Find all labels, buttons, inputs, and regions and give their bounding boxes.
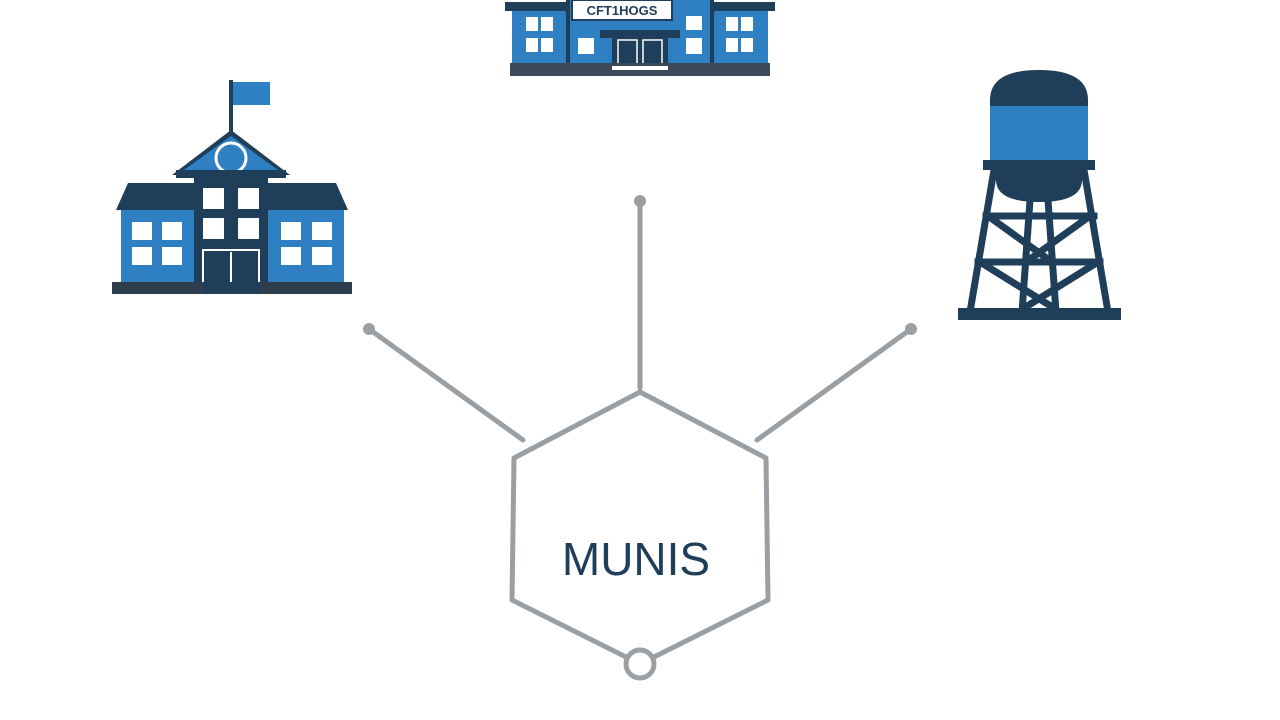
hub-label: MUNIS <box>562 533 710 585</box>
connector-right <box>754 326 914 443</box>
connector-right-endpoint <box>905 323 917 335</box>
hub-bottom-port <box>623 647 657 681</box>
government-building-icon: CFT1HOGS <box>505 0 775 76</box>
connector-left <box>366 326 526 443</box>
building-sign-text: CFT1HOGS <box>587 3 658 18</box>
hub-hexagon <box>509 389 771 667</box>
school-building-icon <box>112 80 352 295</box>
water-tower-icon <box>958 70 1121 320</box>
connectors <box>366 198 914 443</box>
building-sign <box>571 0 673 21</box>
connector-left-endpoint <box>363 323 375 335</box>
flag-icon <box>233 82 270 105</box>
connector-top-endpoint <box>634 195 646 207</box>
